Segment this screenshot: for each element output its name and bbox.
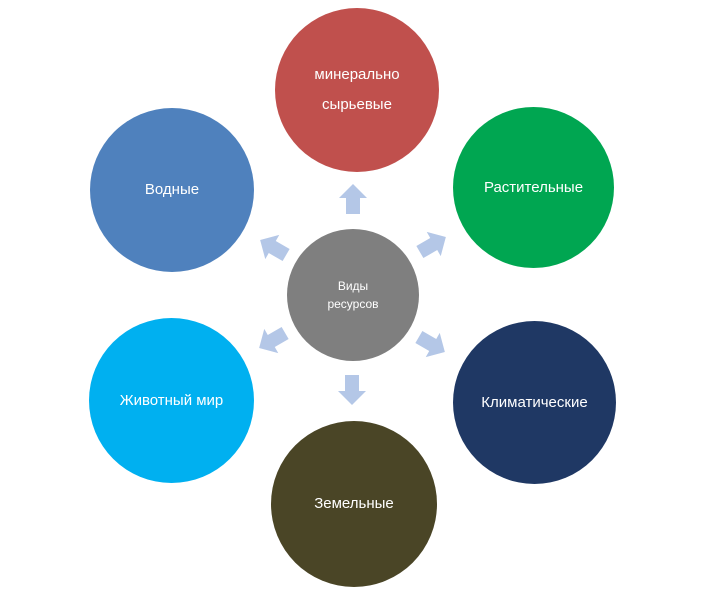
node-center: Виды ресурсов	[287, 229, 419, 361]
arrow-to-plant-icon	[416, 231, 446, 259]
node-land: Земельные	[271, 421, 437, 587]
node-plant: Растительные	[453, 107, 614, 268]
arrow-to-mineral-icon	[339, 184, 367, 214]
arrow-to-water-icon	[260, 234, 290, 262]
node-water-label: Водные	[144, 181, 200, 198]
node-animal-label: Животный мир	[119, 391, 224, 409]
center-label: Виды ресурсов	[327, 279, 379, 311]
node-climate-label: Климатические	[481, 393, 588, 411]
arrow-to-climate-icon	[415, 330, 445, 358]
node-water: Водные	[90, 108, 254, 272]
arrow-to-animal-icon	[259, 326, 289, 354]
arrow-to-land-icon	[338, 375, 366, 405]
node-mineral-label: минерально сырьевые	[314, 66, 400, 113]
node-animal: Животный мир	[89, 318, 254, 483]
node-climate: Климатические	[453, 321, 616, 484]
node-plant-label: Растительные	[483, 178, 584, 196]
node-land-label: Земельные	[314, 495, 394, 512]
node-mineral: минерально сырьевые	[275, 8, 439, 172]
